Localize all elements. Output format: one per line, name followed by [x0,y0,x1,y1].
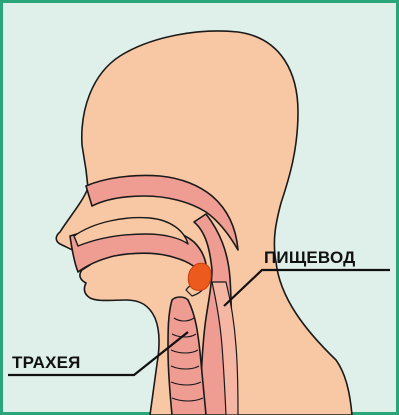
esophagus-label: ПИЩЕВОД [264,248,355,267]
trachea-label: ТРАХЕЯ [12,353,81,372]
